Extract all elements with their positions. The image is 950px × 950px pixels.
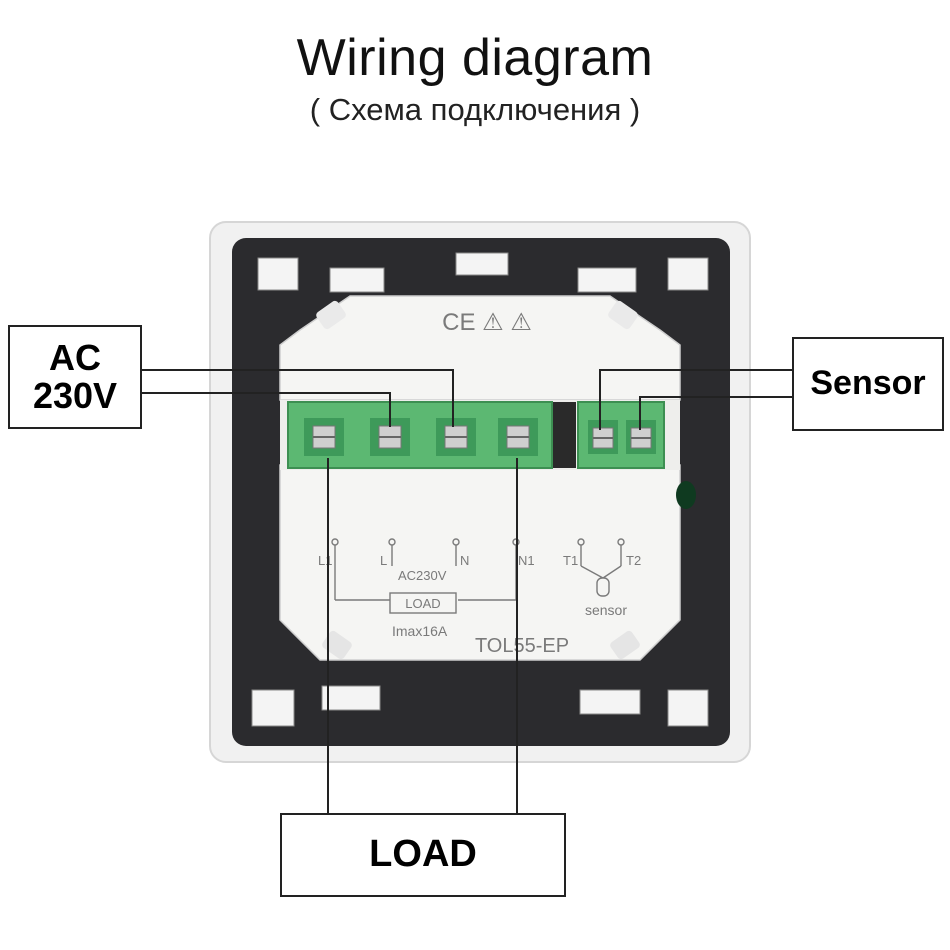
marking-l: L xyxy=(380,553,387,568)
terminal-n xyxy=(436,418,476,456)
status-led xyxy=(676,481,696,509)
ac-label-line2: 230V xyxy=(32,375,118,416)
clip-tl xyxy=(316,300,346,330)
ac-label-line1: AC xyxy=(48,337,101,379)
clip-bl xyxy=(322,630,352,660)
terminal-t1 xyxy=(588,420,618,454)
diagram-title: Wiring diagram xyxy=(296,29,654,87)
wiring-lines xyxy=(142,369,792,813)
sensor-label: Sensor xyxy=(792,337,944,431)
clip-br xyxy=(610,630,640,660)
load-label: LOAD xyxy=(280,813,566,897)
block-gap xyxy=(552,402,576,468)
mounting-slots-top xyxy=(257,252,709,293)
marking-sensor: sensor xyxy=(585,602,627,618)
diagram-subtitle: ( Схема подключения ) xyxy=(309,92,641,127)
cert-marks: CE ⚠ ⚠ xyxy=(442,309,532,336)
wire-sensor-t2 xyxy=(639,396,792,430)
housing-top xyxy=(279,295,681,401)
marking-n1: N1 xyxy=(518,553,535,568)
marking-ac230v: AC230V xyxy=(398,568,447,583)
wire-ac-n xyxy=(142,369,454,427)
clip-tr xyxy=(608,300,638,330)
terminal-n1 xyxy=(498,418,538,456)
model-number: TOL55-EP xyxy=(475,635,569,657)
housing-bottom xyxy=(279,464,681,661)
terminal-l1 xyxy=(304,418,344,456)
marking-l1: L1 xyxy=(318,553,332,568)
wire-ac-l xyxy=(142,392,391,427)
marking-imax: Imax16A xyxy=(392,623,448,639)
marking-t2: T2 xyxy=(626,553,641,568)
marking-n: N xyxy=(460,553,469,568)
wire-sensor-t1 xyxy=(599,369,792,430)
marking-load: LOAD xyxy=(405,596,440,611)
terminal-screws xyxy=(304,418,656,456)
marking-t1: T1 xyxy=(563,553,578,568)
mounting-slots-bottom xyxy=(251,685,709,727)
